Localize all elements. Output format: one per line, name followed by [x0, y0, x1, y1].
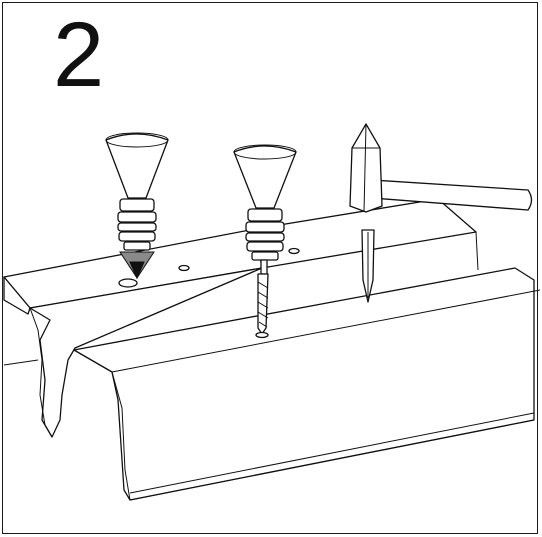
step-number: 2 — [53, 4, 105, 106]
hole-large — [118, 278, 138, 288]
twist-drill-bit-icon — [233, 144, 297, 339]
hole-small-1 — [178, 264, 190, 272]
countersink-drill-bit-icon — [105, 132, 169, 280]
front-metal-sheet — [73, 231, 541, 501]
hammer-icon — [349, 123, 533, 213]
punch-icon — [361, 229, 375, 303]
hole-small-2 — [288, 247, 300, 255]
